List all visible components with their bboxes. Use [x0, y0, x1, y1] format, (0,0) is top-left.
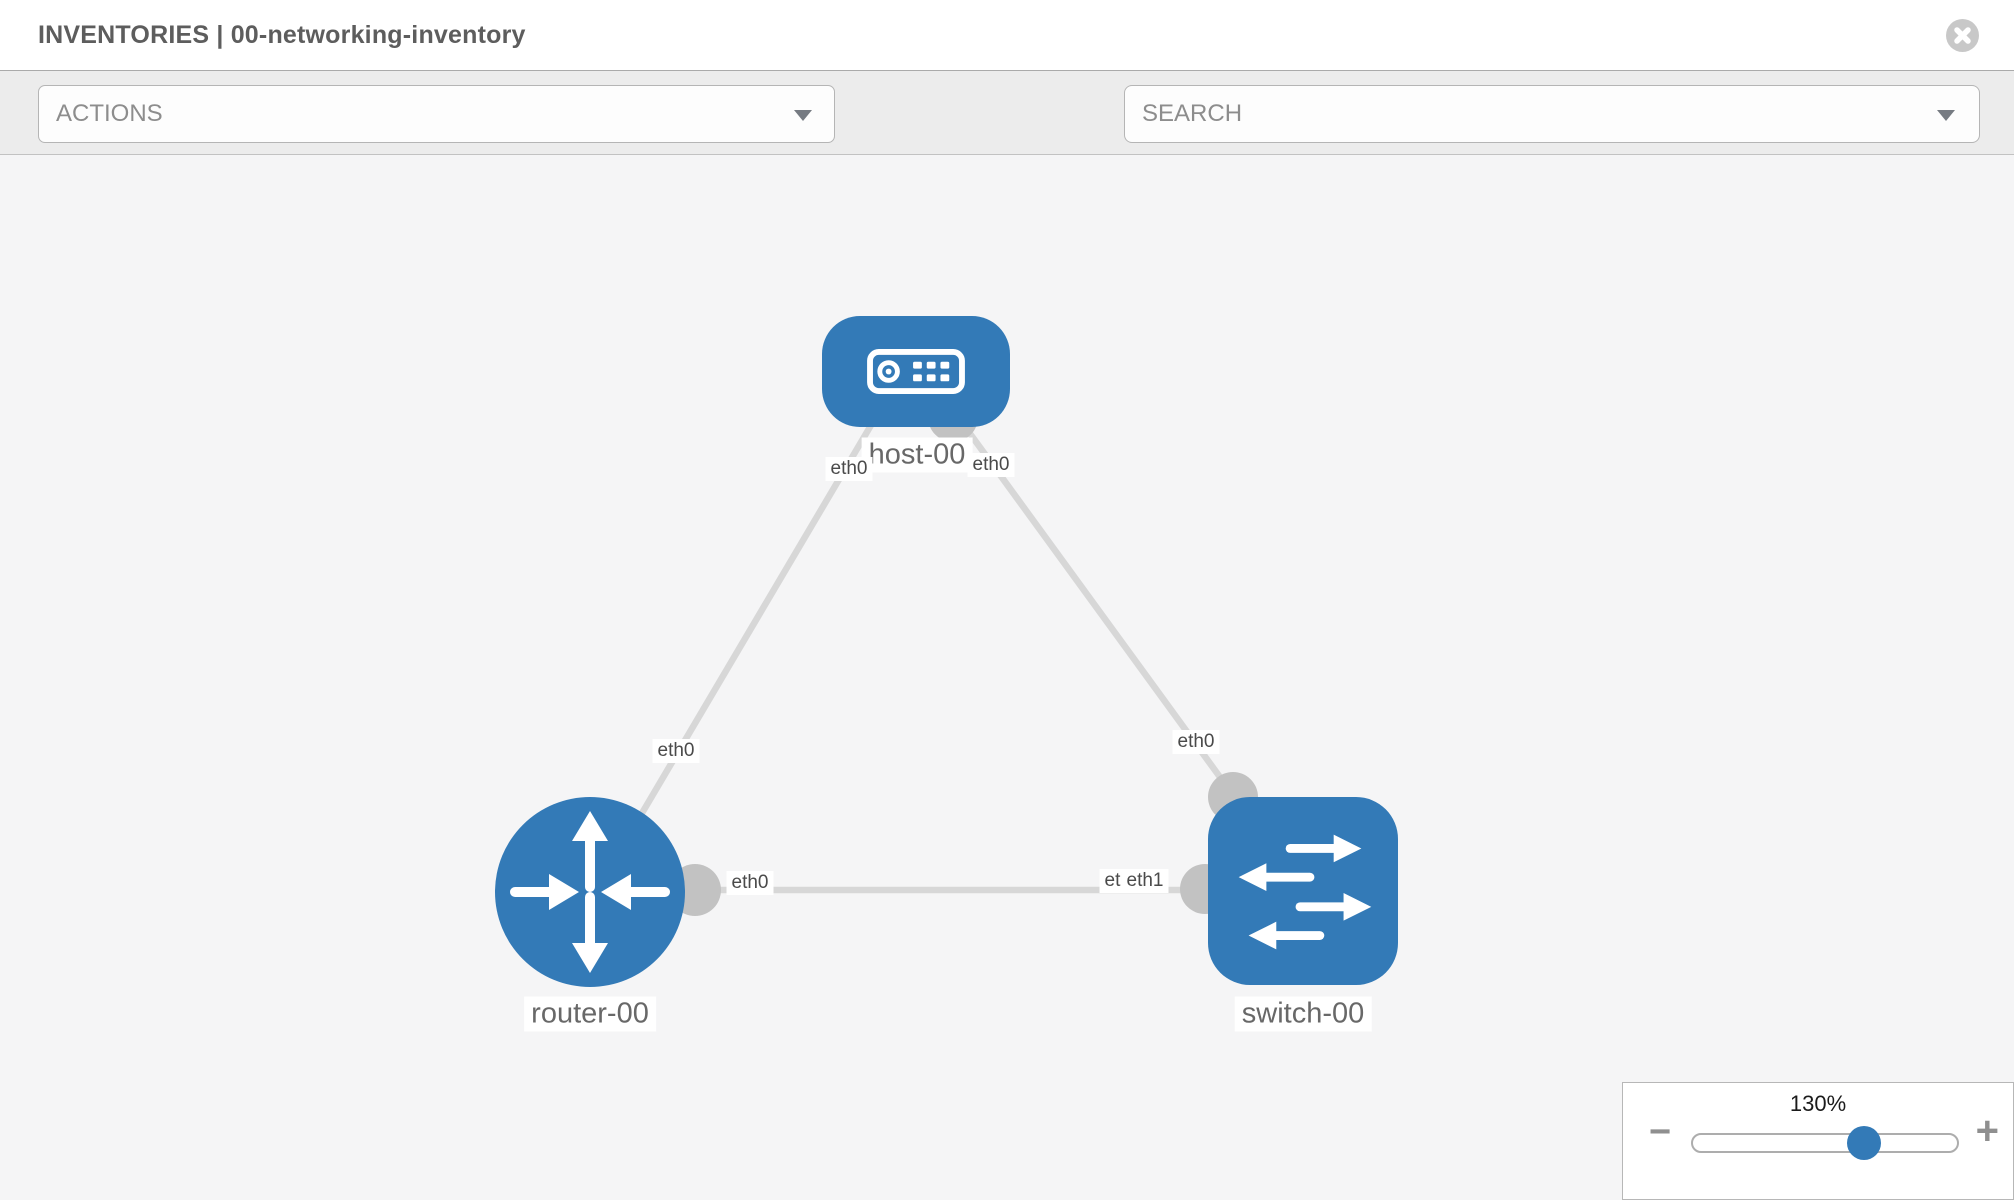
port-label-router-eth0-to-host: eth0 — [652, 739, 700, 763]
search-dropdown[interactable]: SEARCH — [1124, 85, 1980, 143]
port-label-router-eth0-to-switch: eth0 — [726, 871, 774, 895]
router-icon — [510, 811, 670, 973]
port-label-host-eth0-to-router: eth0 — [825, 457, 873, 481]
node-label-host-00: host-00 — [861, 437, 973, 473]
toolbar: ACTIONS SEARCH — [0, 70, 2014, 202]
zoom-slider-track[interactable] — [1691, 1133, 1959, 1153]
port-label-switch-eth1: eth1 — [1121, 869, 1169, 893]
topology-canvas[interactable]: host-00 router-00 switch-00 eth0 eth0 et… — [0, 155, 2014, 1200]
zoom-level: 130% — [1789, 1091, 1847, 1116]
port-label-switch-eth0-to-host: eth0 — [1172, 730, 1220, 754]
port-label-host-eth0-to-switch: eth0 — [967, 453, 1015, 477]
actions-dropdown-label: ACTIONS — [56, 100, 163, 127]
page-title: INVENTORIES | 00-networking-inventory — [38, 21, 526, 49]
node-router-00[interactable] — [495, 797, 685, 987]
close-icon — [1946, 19, 1979, 52]
node-label-switch-00: switch-00 — [1234, 996, 1372, 1032]
links-layer — [620, 392, 1300, 916]
chevron-down-icon — [794, 110, 812, 121]
switch-icon — [1238, 834, 1372, 950]
node-host-00[interactable] — [822, 316, 1010, 427]
chevron-down-icon — [1937, 110, 1955, 121]
zoom-in-button[interactable]: + — [1975, 1109, 1999, 1153]
zoom-out-button[interactable]: − — [1649, 1111, 1672, 1153]
actions-dropdown[interactable]: ACTIONS — [38, 85, 835, 143]
node-switch-00[interactable] — [1208, 797, 1398, 985]
node-label-router-00: router-00 — [524, 996, 656, 1032]
zoom-widget: 130% − + — [1622, 1082, 2014, 1200]
close-button[interactable] — [1946, 19, 1979, 52]
zoom-slider-handle[interactable] — [1847, 1126, 1881, 1160]
search-input: SEARCH — [1142, 100, 1243, 127]
host-icon — [867, 349, 965, 394]
header: INVENTORIES | 00-networking-inventory — [0, 0, 2014, 70]
